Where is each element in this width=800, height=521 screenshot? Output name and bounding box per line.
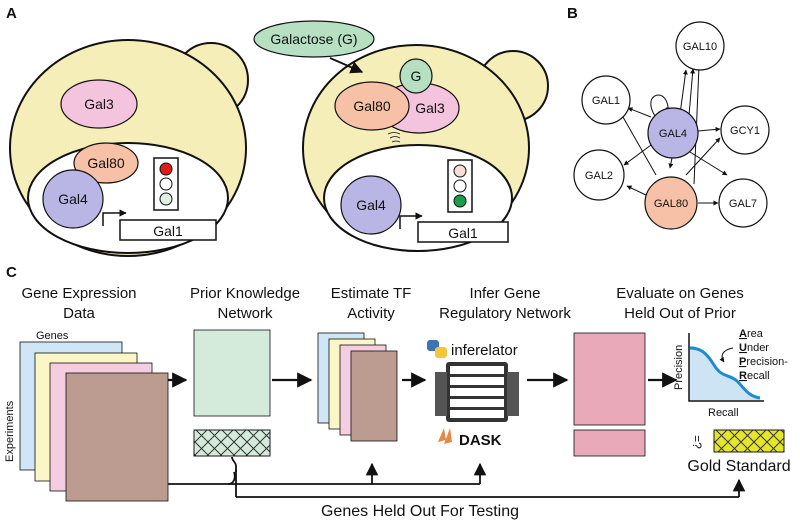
panel-label-a: A [6,5,17,22]
gold-standard-label: Gold Standard [687,458,790,475]
network-nodes: GAL1 GAL10 GCY1 GAL7 GAL80 GAL2 GAL4 [573,21,770,230]
motion-lines [387,132,401,143]
node-gal4 [647,107,699,159]
gal3-protein [60,79,138,129]
python-logo-icon [427,340,447,358]
node-gal80 [644,176,698,230]
tf-activity-stack [317,332,398,442]
step-5-title-line1: Evaluate on Genes [616,285,744,302]
galactose-label: Galactose (G) [270,31,357,47]
panel-label-b: B [567,5,578,22]
node-gal4-label: GAL4 [659,128,687,140]
held-out-label: Genes Held Out For Testing [321,503,519,520]
step-4-title-line1: Infer Gene [470,285,541,302]
prior-holdout-hatch [193,429,271,457]
expression-data-stack [19,341,169,502]
dask-label: DASK [459,432,502,449]
gal1-gene-label-active: Gal1 [448,225,478,241]
node-gal10 [675,21,725,71]
step-3-title-line1: Estimate TF [331,285,412,302]
galactose-bound-label: G [411,68,422,84]
gal4-label-active: Gal4 [356,197,386,213]
dask-logo-icon [438,428,452,444]
step-3-title-line2: Activity [347,305,395,322]
compare-symbol: =? [690,435,704,449]
gal4-protein-active [340,175,402,235]
inferelator-label: inferelator [451,342,518,359]
aupr-annotation: Area Under Precision- Recall [739,328,788,382]
inferred-holdout-block [573,429,646,457]
galactose-bound [399,58,433,94]
step-2-title-line2: Network [217,305,273,322]
node-gal80-label: GAL80 [654,198,688,210]
gal80-label: Gal80 [87,155,125,171]
gal1-gene-box [119,219,217,241]
promoter-arrow-active [399,212,423,229]
gal80-label-active: Gal80 [353,98,391,114]
server-rack-icon [435,362,519,422]
svg-text:Recall: Recall [739,370,770,382]
gal1-gene-box-active [417,221,509,243]
traffic-light-on [447,159,473,213]
svg-text:Precision-: Precision- [739,356,788,368]
node-gal1 [581,75,631,125]
pr-xlabel: Recall [708,407,739,419]
node-gal2 [573,149,625,201]
node-gal7 [718,178,768,228]
traffic-light-off [153,157,179,211]
promoter-arrow [102,209,127,226]
gal80-protein-active [334,81,410,131]
gal1-gene-label: Gal1 [153,223,183,239]
step-2-title-line1: Prior Knowledge [190,285,300,302]
pr-curve-plot [688,333,764,402]
step-1-title-line2: Data [63,305,95,322]
panel-label-c: C [6,264,17,281]
gold-standard-hatch [713,429,785,453]
svg-text:Under: Under [739,342,769,354]
gal80-protein [73,142,139,184]
pr-ylabel: Precision [673,345,685,390]
inferred-network-matrix [573,332,646,426]
holdout-arrows [168,456,746,498]
node-gcy1-label: GCY1 [730,125,760,137]
node-gal10-label: GAL10 [683,41,717,53]
aupr-pointer-arrow [719,347,734,363]
gal4-protein [42,169,104,229]
prior-matrix [193,329,271,417]
gal4-label: Gal4 [58,191,88,207]
svg-text:Area: Area [739,328,764,340]
step-5-title-line2: Held Out of Prior [624,305,736,322]
galactose-molecule [253,20,375,58]
galactose-entry-arrow [329,57,364,74]
experiments-axis-label: Experiments [4,400,16,462]
node-gal7-label: GAL7 [729,198,757,210]
step-titles: Gene Expression Data Prior Knowledge Net… [21,285,743,322]
gal3-label-active: Gal3 [415,100,445,116]
step-1-title-line1: Gene Expression [21,285,136,302]
node-gal2-label: GAL2 [585,170,613,182]
node-gal1-label: GAL1 [592,95,620,107]
node-gcy1 [720,105,770,155]
step-4-title-line2: Regulatory Network [439,305,571,322]
gal3-label: Gal3 [84,96,114,112]
genes-axis-label: Genes [36,330,69,342]
